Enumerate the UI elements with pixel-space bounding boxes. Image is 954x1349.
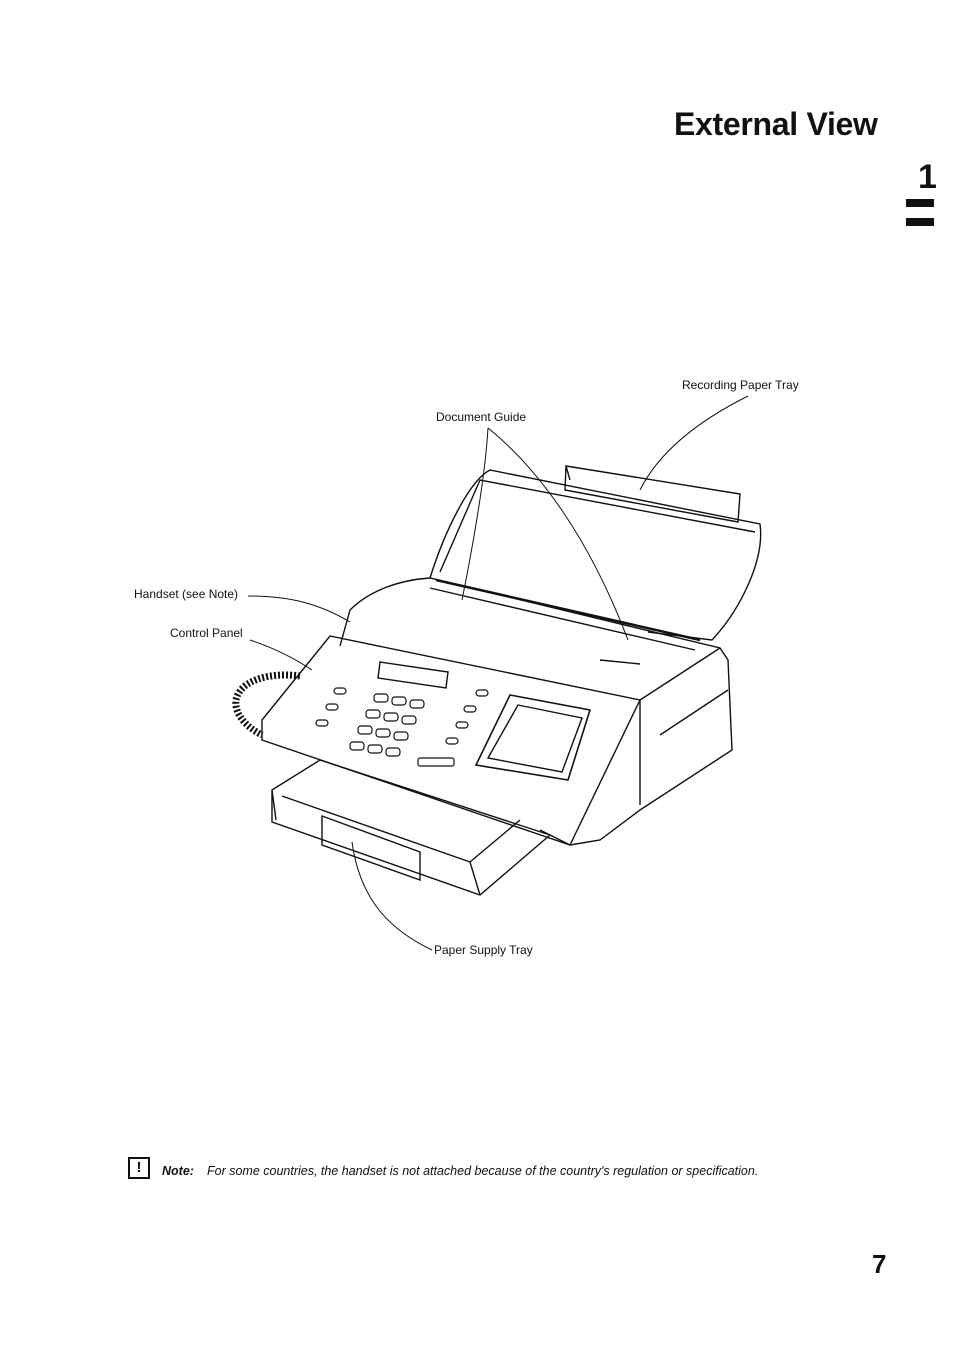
callout-handset: Handset (see Note) bbox=[134, 587, 239, 601]
recording-paper-tray bbox=[564, 465, 741, 523]
callout-paper-supply-tray: Paper Supply Tray bbox=[434, 943, 533, 957]
chapter-tab-bar bbox=[906, 218, 934, 226]
callout-control-panel: Control Panel bbox=[170, 626, 243, 640]
document-guide-lid bbox=[429, 469, 762, 651]
chapter-tab-bar bbox=[906, 199, 934, 207]
page-title: External View bbox=[674, 106, 878, 142]
note-label: Note: bbox=[162, 1164, 194, 1178]
callout-leaders bbox=[247, 395, 749, 951]
callout-recording-paper-tray: Recording Paper Tray bbox=[682, 378, 799, 392]
page-number: 7 bbox=[872, 1249, 887, 1279]
callout-document-guide: Document Guide bbox=[436, 410, 527, 424]
fax-body bbox=[261, 577, 733, 846]
handset-cord bbox=[232, 671, 301, 739]
keypad bbox=[315, 687, 489, 767]
chapter-number: 1 bbox=[918, 158, 937, 196]
note-warning-icon: ! bbox=[128, 1157, 150, 1179]
paper-supply-tray bbox=[271, 759, 552, 896]
note-text: For some countries, the handset is not a… bbox=[207, 1164, 759, 1178]
